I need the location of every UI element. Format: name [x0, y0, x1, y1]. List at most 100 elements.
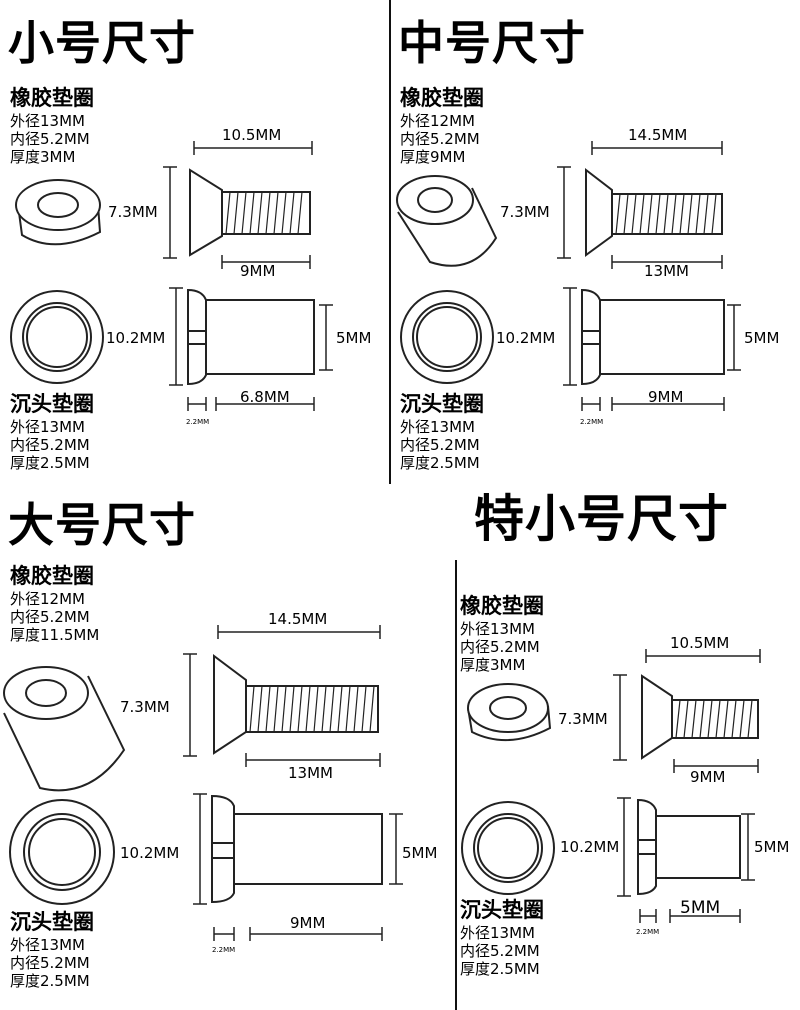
countersunk-screw-icon: [585, 167, 723, 257]
head-height: 7.3MM: [108, 203, 158, 221]
panel-small-drawing: [10, 141, 333, 411]
dimension-lines: [563, 287, 741, 411]
spec-line: 外径12MM: [400, 112, 475, 131]
thread-length: 9MM: [690, 768, 726, 786]
spec-line: 厚度9MM: [400, 148, 466, 167]
panel-small: 小号尺寸 橡胶垫圈 外径13MM 内径5.2MM 厚度3MM 沉头垫圈 外径13…: [0, 0, 400, 490]
shoulder-screw-icon: [581, 288, 725, 386]
countersunk-washer-spec: 沉头垫圈 外径13MM 内径5.2MM 厚度2.5MM: [400, 392, 484, 472]
spec-line: 外径13MM: [10, 112, 85, 131]
head-thickness: 2.2MM: [580, 418, 604, 426]
rubber-washer-icon: [396, 175, 498, 267]
countersunk-washer-icon: [9, 799, 115, 905]
panel-medium: 中号尺寸 橡胶垫圈 外径12MM 内径5.2MM 厚度9MM 沉头垫圈 外径13…: [392, 0, 792, 490]
head-thickness: 2.2MM: [636, 928, 660, 936]
shoulder-screw-icon: [187, 288, 315, 386]
screw-total-length: 10.5MM: [222, 126, 282, 144]
washer-outer-diameter: 10.2MM: [106, 329, 166, 347]
spec-line: 外径13MM: [460, 924, 535, 943]
thread-length: 13MM: [644, 262, 689, 280]
shank-length: 5MM: [680, 898, 721, 918]
countersunk-washer-heading: 沉头垫圈: [10, 392, 94, 416]
rubber-washer-icon: [3, 666, 126, 792]
top-vertical-divider: [389, 0, 391, 484]
shank-diameter: 5MM: [336, 329, 372, 347]
rubber-washer-heading: 橡胶垫圈: [460, 594, 544, 618]
countersunk-washer-heading: 沉头垫圈: [460, 898, 544, 922]
spec-line: 内径5.2MM: [10, 130, 90, 149]
spec-line: 厚度2.5MM: [10, 972, 90, 991]
shank-diameter: 5MM: [754, 838, 790, 856]
rubber-washer-icon: [15, 179, 102, 246]
shank-diameter: 5MM: [402, 844, 438, 862]
rubber-washer-heading: 橡胶垫圈: [10, 564, 94, 588]
rubber-washer-spec: 橡胶垫圈 外径12MM 内径5.2MM 厚度11.5MM: [10, 564, 99, 644]
countersunk-washer-heading: 沉头垫圈: [400, 392, 484, 416]
head-thickness: 2.2MM: [212, 946, 236, 954]
spec-line: 外径13MM: [10, 936, 85, 955]
panel-extra-small: 特小号尺寸 橡胶垫圈 外径13MM 内径5.2MM 厚度3MM 沉头垫圈 外径1…: [458, 488, 800, 1010]
spec-line: 内径5.2MM: [460, 942, 540, 961]
countersunk-washer-spec: 沉头垫圈 外径13MM 内径5.2MM 厚度2.5MM: [10, 392, 94, 472]
shank-length: 6.8MM: [240, 388, 290, 406]
spec-line: 厚度3MM: [460, 656, 526, 675]
dimension-lines: [183, 625, 381, 767]
spec-line: 厚度2.5MM: [400, 454, 480, 473]
dimension-lines: [613, 649, 761, 773]
head-height: 7.3MM: [500, 203, 550, 221]
countersunk-screw-icon: [189, 168, 311, 257]
panel-large: 大号尺寸 橡胶垫圈 外径12MM 内径5.2MM 厚度11.5MM 沉头垫圈 外…: [0, 488, 437, 1010]
panel-extra-small-drawing: [461, 649, 761, 923]
panel-title: 中号尺寸: [398, 16, 586, 70]
dimension-lines: [163, 141, 313, 269]
head-thickness: 2.2MM: [186, 418, 210, 426]
spec-line: 内径5.2MM: [10, 608, 90, 627]
dimension-lines: [557, 141, 723, 269]
countersunk-washer-icon: [400, 290, 494, 384]
spec-line: 外径13MM: [460, 620, 535, 639]
countersunk-washer-heading: 沉头垫圈: [10, 910, 94, 934]
shank-length: 9MM: [648, 388, 684, 406]
washer-outer-diameter: 10.2MM: [560, 838, 620, 856]
spec-line: 内径5.2MM: [400, 436, 480, 455]
spec-line: 厚度3MM: [10, 148, 76, 167]
dimension-lines: [193, 793, 403, 941]
countersunk-washer-spec: 沉头垫圈 外径13MM 内径5.2MM 厚度2.5MM: [10, 910, 94, 990]
thread-length: 13MM: [288, 764, 333, 782]
panel-title: 小号尺寸: [8, 16, 196, 70]
spec-line: 内径5.2MM: [10, 954, 90, 973]
washer-outer-diameter: 10.2MM: [120, 844, 180, 862]
bottom-vertical-divider: [455, 560, 457, 1010]
rubber-washer-heading: 橡胶垫圈: [10, 86, 94, 110]
spec-line: 厚度2.5MM: [460, 960, 540, 979]
countersunk-washer-icon: [10, 290, 104, 384]
dimension-lines: [169, 287, 333, 411]
rubber-washer-spec: 橡胶垫圈 外径13MM 内径5.2MM 厚度3MM: [460, 594, 544, 674]
dimension-lines: [617, 797, 755, 923]
rubber-washer-heading: 橡胶垫圈: [400, 86, 484, 110]
washer-outer-diameter: 10.2MM: [496, 329, 556, 347]
head-height: 7.3MM: [558, 710, 608, 728]
thread-length: 9MM: [240, 262, 276, 280]
shank-length: 9MM: [290, 914, 326, 932]
screw-total-length: 14.5MM: [268, 610, 328, 628]
screw-total-length: 10.5MM: [670, 634, 730, 652]
shoulder-screw-icon: [211, 794, 383, 904]
panel-large-drawing: [3, 625, 403, 941]
countersunk-washer-icon: [461, 801, 555, 895]
rubber-washer-spec: 橡胶垫圈 外径12MM 内径5.2MM 厚度9MM: [400, 86, 484, 166]
panel-title: 特小号尺寸: [474, 490, 729, 548]
spec-line: 外径12MM: [10, 590, 85, 609]
screw-total-length: 14.5MM: [628, 126, 688, 144]
rubber-washer-spec: 橡胶垫圈 外径13MM 内径5.2MM 厚度3MM: [10, 86, 94, 166]
panel-title: 大号尺寸: [8, 498, 196, 552]
countersunk-screw-icon: [213, 654, 379, 755]
spec-line: 内径5.2MM: [460, 638, 540, 657]
countersunk-washer-spec: 沉头垫圈 外径13MM 内径5.2MM 厚度2.5MM: [460, 898, 544, 978]
head-height: 7.3MM: [120, 698, 170, 716]
rubber-washer-icon: [467, 683, 552, 741]
shank-diameter: 5MM: [744, 329, 780, 347]
shoulder-screw-icon: [637, 798, 741, 896]
spec-line: 内径5.2MM: [400, 130, 480, 149]
spec-line: 厚度11.5MM: [10, 626, 100, 645]
